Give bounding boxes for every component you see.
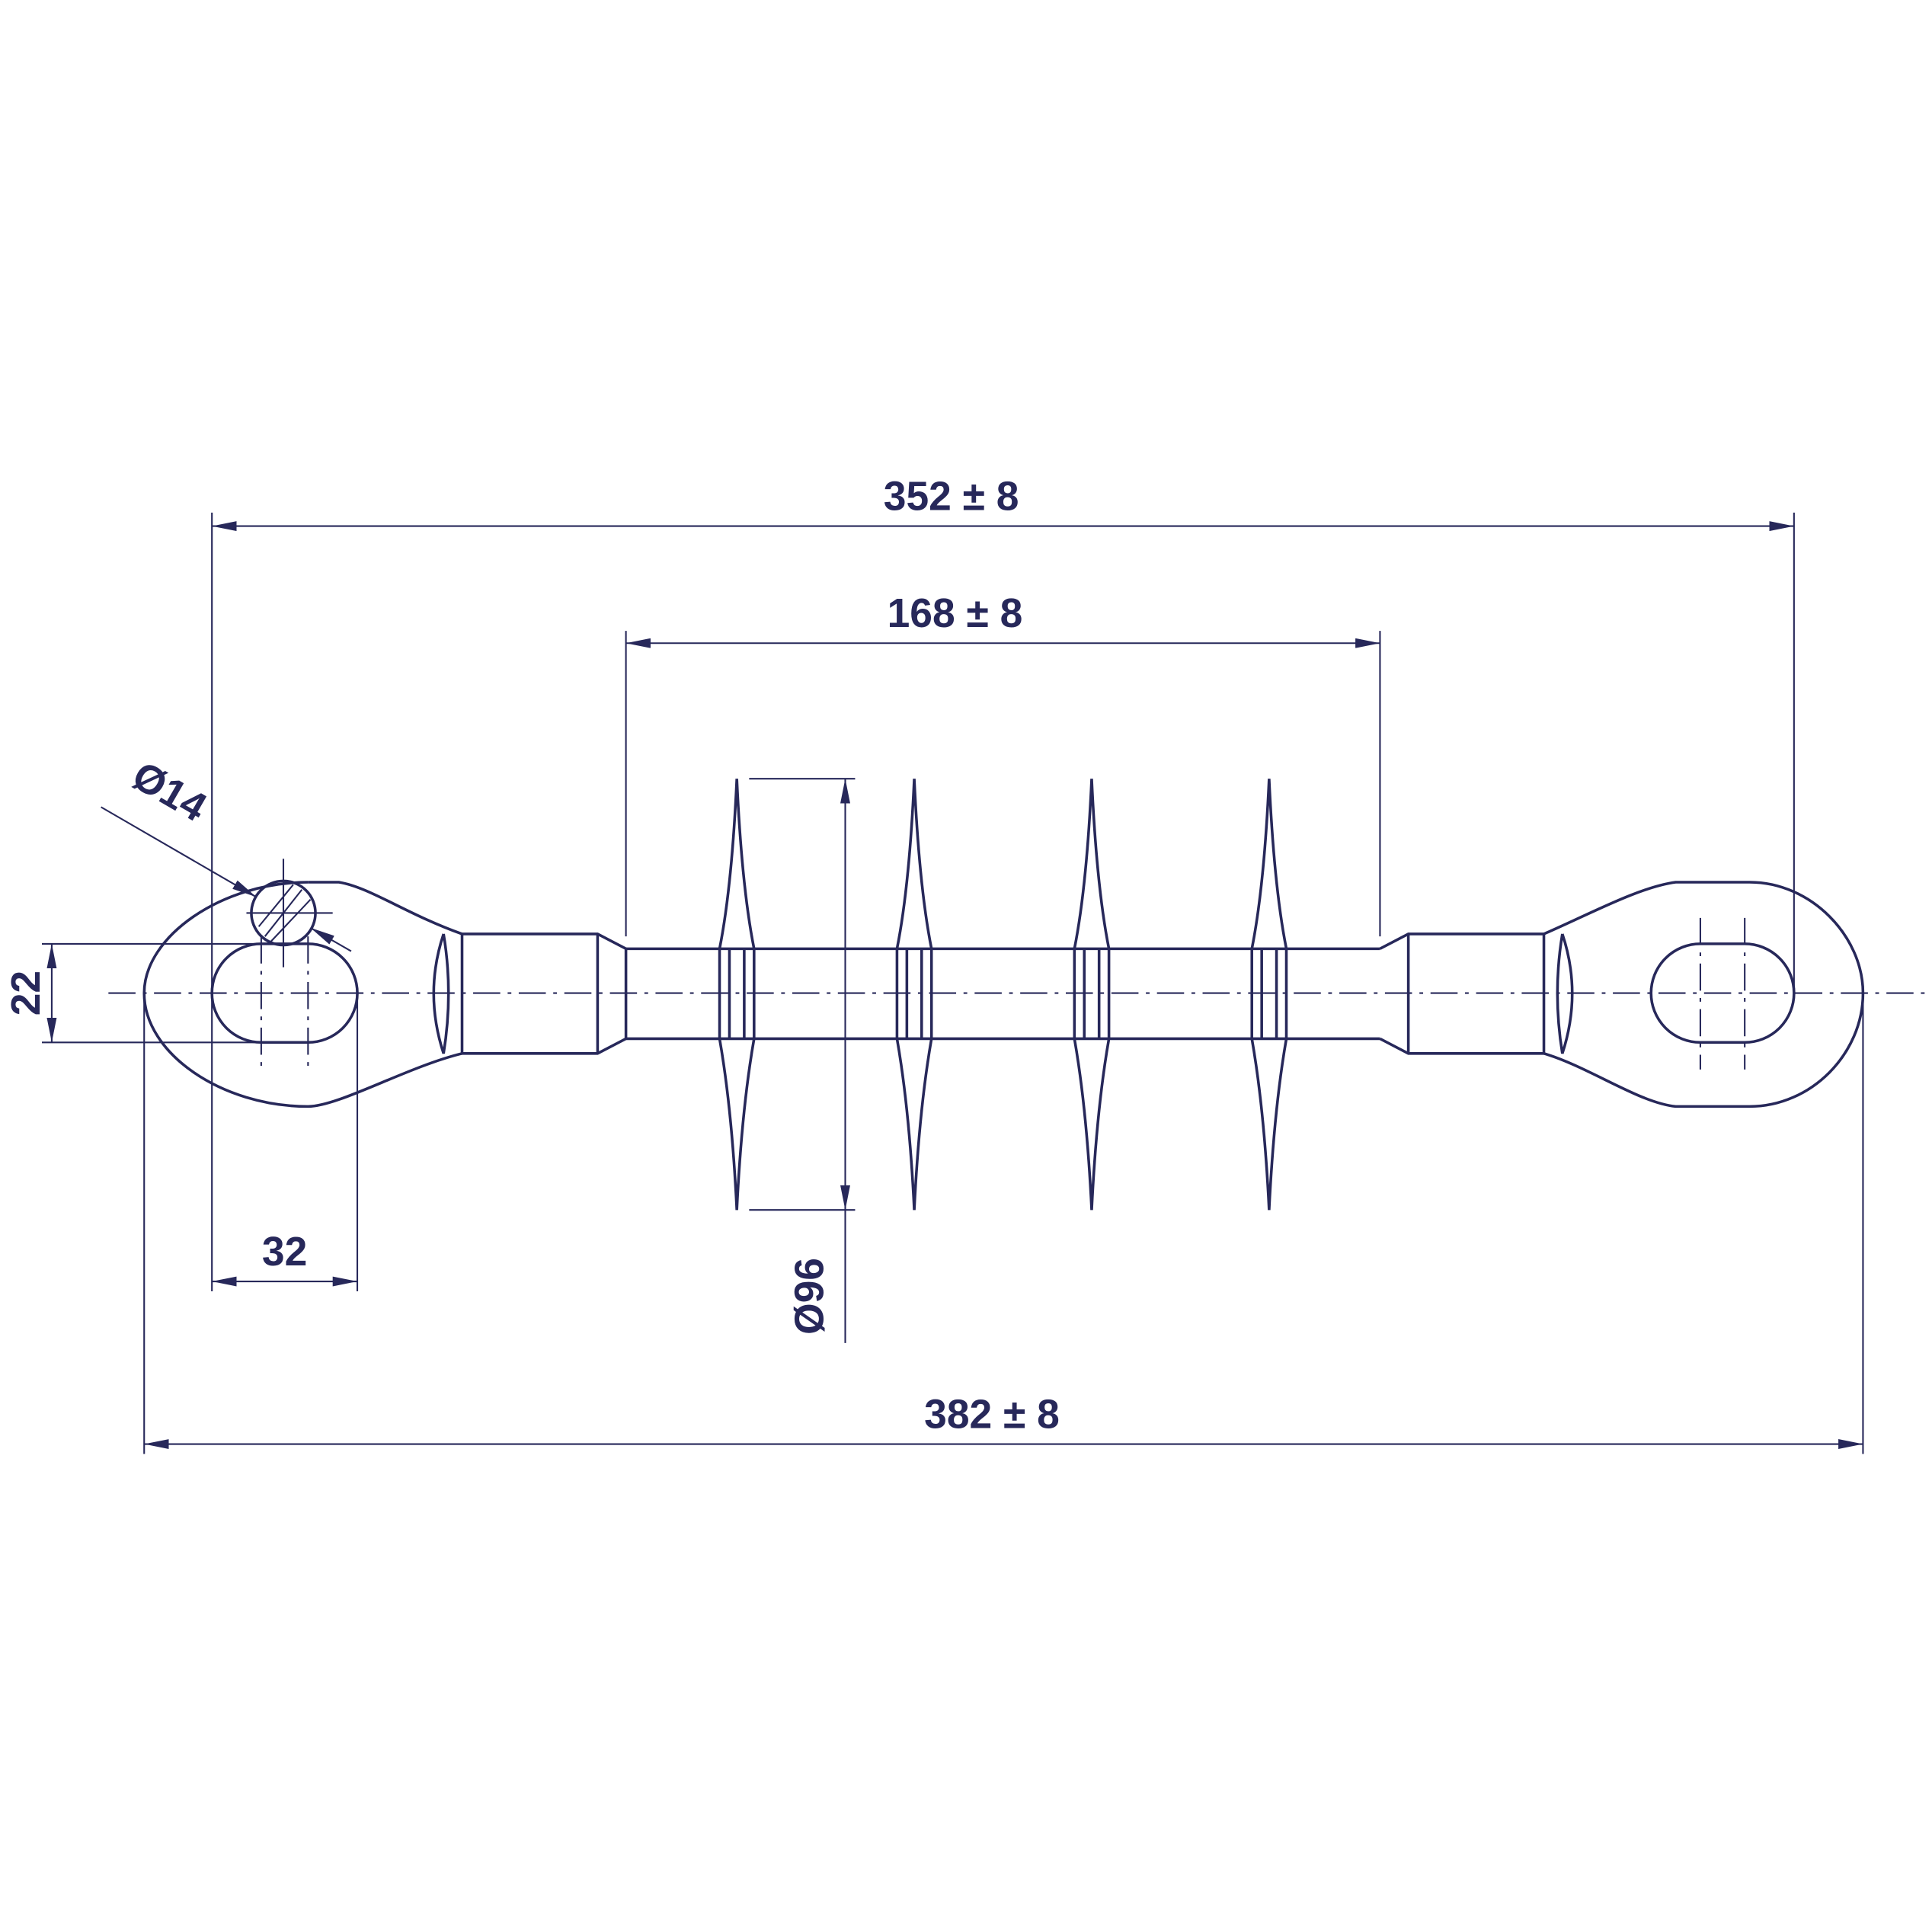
svg-text:32: 32 <box>262 1230 307 1275</box>
svg-text:352 ± 8: 352 ± 8 <box>884 475 1019 520</box>
shed <box>895 779 933 1211</box>
svg-text:22: 22 <box>4 971 49 1016</box>
sheds <box>718 779 1288 1211</box>
core-rod <box>625 947 1380 1041</box>
dimension-382: 382 ± 8 <box>143 993 1864 1454</box>
left-eye-fitting <box>142 859 628 1108</box>
svg-text:168 ± 8: 168 ± 8 <box>888 591 1023 636</box>
svg-text:Ø14: Ø14 <box>125 753 214 831</box>
dimension-22: 22 <box>4 942 261 1044</box>
dimension-168: 168 ± 8 <box>625 591 1381 937</box>
dimension-352: 352 ± 8 <box>211 475 1795 993</box>
right-eye-fitting <box>1379 881 1865 1108</box>
dimension-32: 32 <box>211 993 359 1291</box>
dimension-shed-diameter: Ø96 <box>749 778 856 1343</box>
shed <box>1073 779 1111 1211</box>
shed <box>718 779 756 1211</box>
shed <box>1250 779 1288 1211</box>
svg-text:Ø96: Ø96 <box>787 1258 832 1335</box>
svg-text:382 ± 8: 382 ± 8 <box>924 1393 1060 1438</box>
